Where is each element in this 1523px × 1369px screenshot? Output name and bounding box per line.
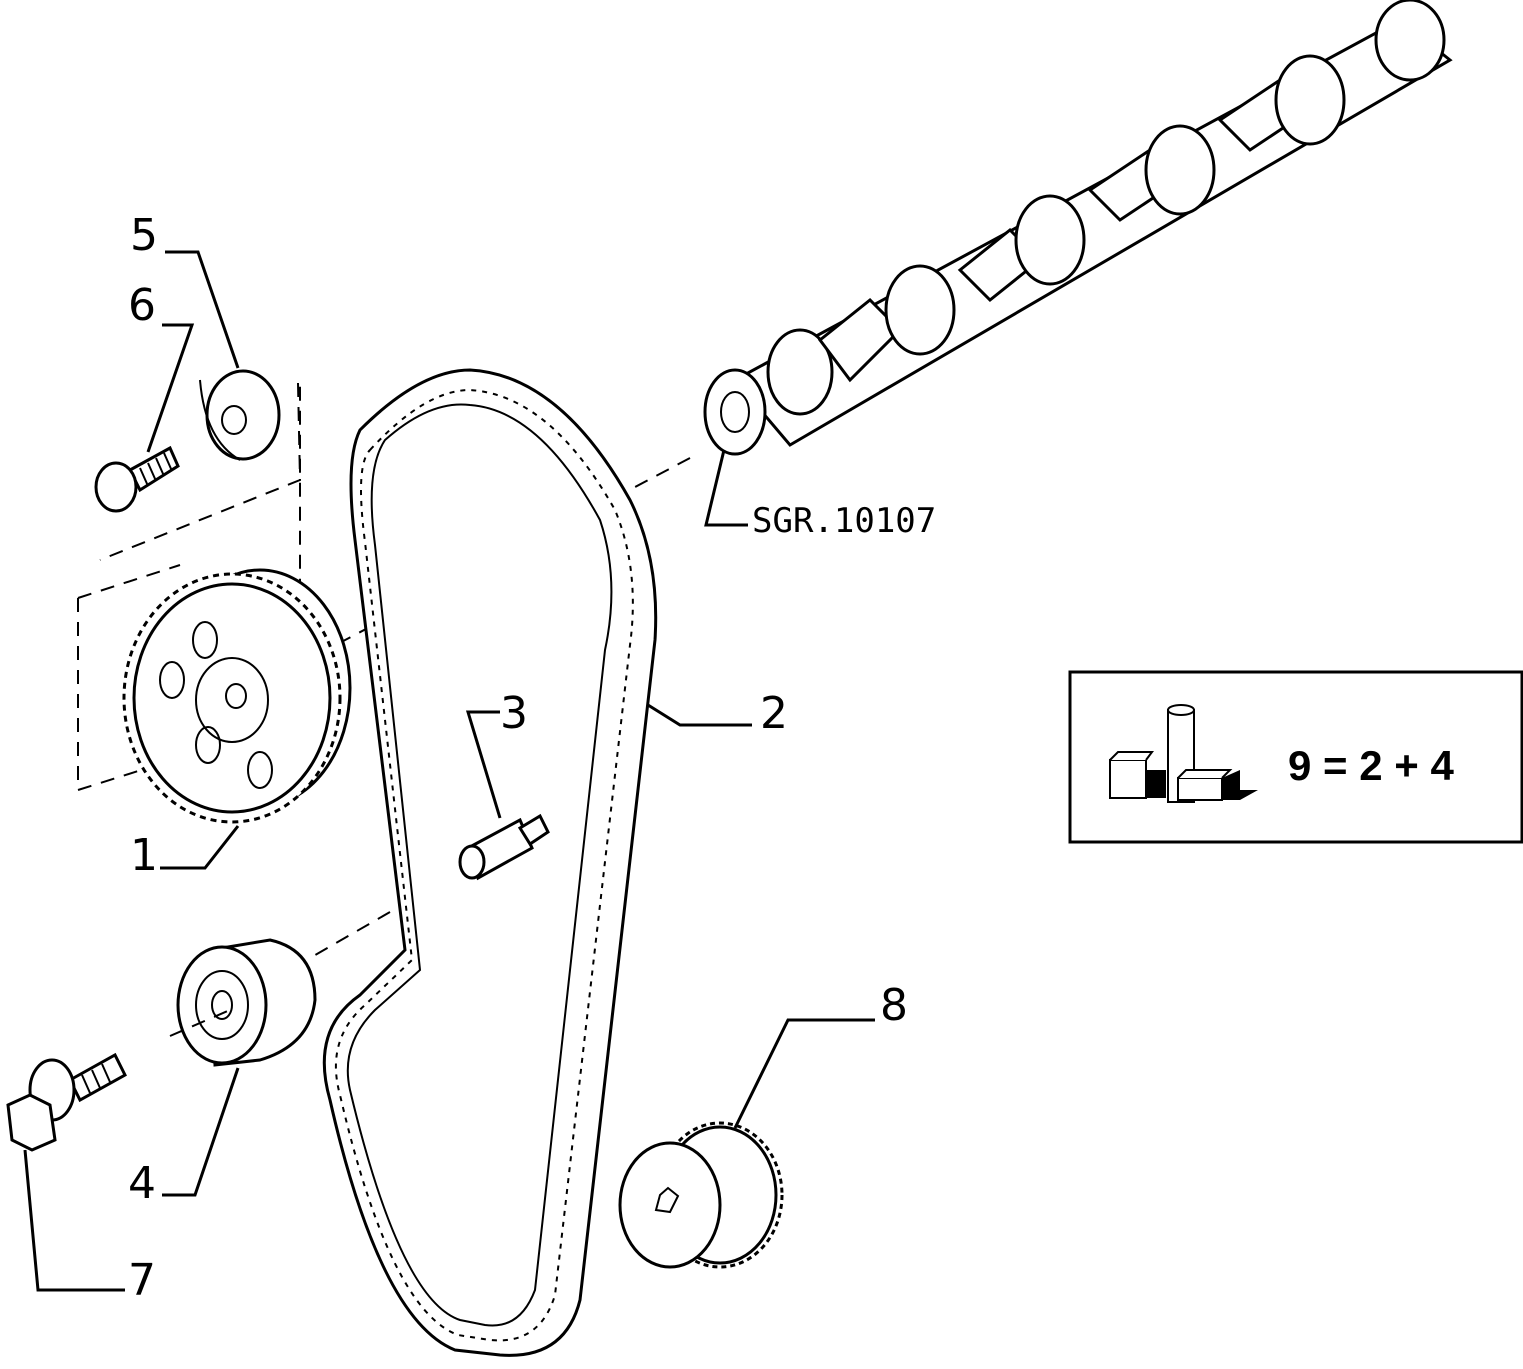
callout-2: 2 bbox=[760, 688, 788, 739]
tensioner-pulley bbox=[176, 938, 317, 1067]
callout-leader-8 bbox=[733, 1018, 875, 1129]
callout-3: 3 bbox=[500, 688, 528, 739]
kit-box: 9 = 2 + 4 bbox=[1068, 670, 1523, 844]
camshaft-gear bbox=[122, 568, 352, 824]
callout-leader-4 bbox=[162, 1067, 240, 1197]
callout-leader-1 bbox=[160, 825, 240, 870]
callout-6: 6 bbox=[128, 280, 156, 331]
callout-4: 4 bbox=[128, 1158, 156, 1209]
tensioner-stud bbox=[458, 813, 550, 881]
callout-8: 8 bbox=[880, 980, 908, 1031]
washer bbox=[199, 369, 281, 461]
kit-formula: 9 = 2 + 4 bbox=[1288, 742, 1454, 789]
callout-leader-6 bbox=[146, 323, 195, 453]
crankshaft-drive-gear bbox=[618, 1121, 784, 1269]
callout-leader-7 bbox=[23, 1149, 125, 1292]
reference-code: SGR.10107 bbox=[752, 501, 936, 541]
camshaft-gear-bolt bbox=[94, 445, 180, 513]
callout-1: 1 bbox=[130, 830, 158, 881]
reference-code-leader bbox=[704, 449, 748, 527]
callout-5: 5 bbox=[130, 210, 158, 261]
tensioner-bolt bbox=[6, 1052, 127, 1152]
callout-7: 7 bbox=[128, 1255, 156, 1306]
callout-leader-3 bbox=[465, 710, 502, 819]
callout-leader-5 bbox=[165, 250, 240, 369]
callout-leader-2 bbox=[647, 703, 752, 727]
kit-parts-icon bbox=[1109, 704, 1258, 803]
camshaft bbox=[703, 0, 1453, 456]
